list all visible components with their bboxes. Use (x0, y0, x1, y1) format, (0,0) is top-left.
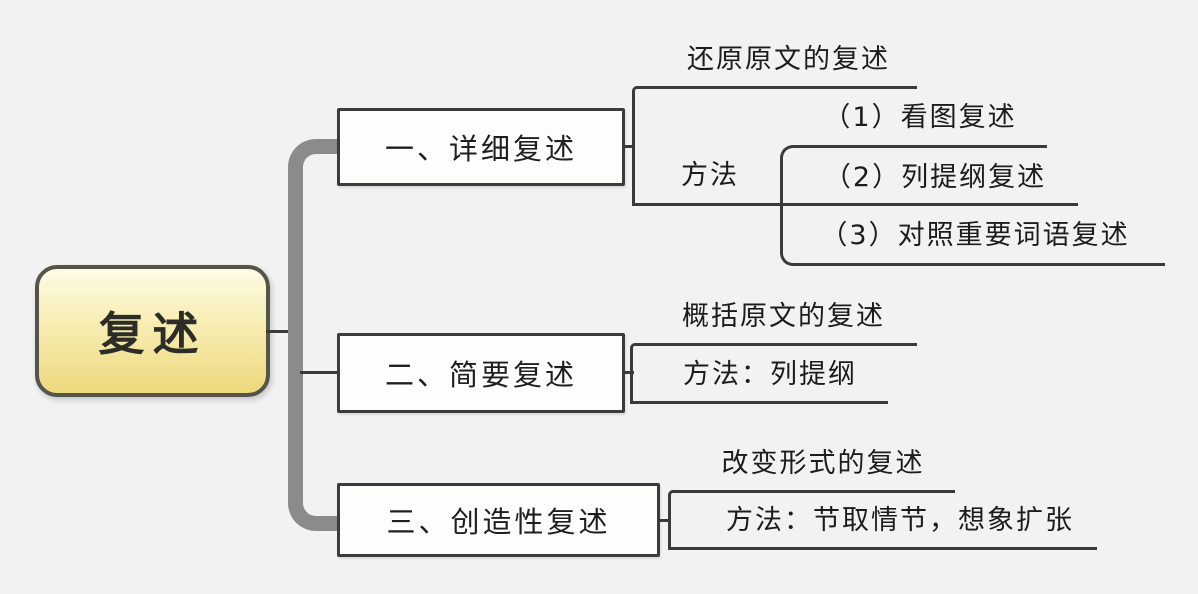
branch-1-method-underline (632, 203, 1078, 206)
branch-1-method-label: 方法 (681, 160, 739, 191)
method-item-1-label: （1）看图复述 (823, 102, 1017, 133)
method-item-3-label: （3）对照重要词语复述 (820, 220, 1130, 251)
branch-3-child-changeform-label: 改变形式的复述 (721, 448, 925, 479)
branch-2-label: 二、简要复述 (384, 358, 577, 392)
root-connector-line (266, 330, 292, 333)
method-items-bracket (780, 145, 1047, 266)
root-node-label: 复述 (98, 307, 207, 361)
branch-3-children-bracket (668, 490, 955, 550)
branch-1-child-restore-label: 还原原文的复述 (687, 44, 890, 75)
branch-2-connector-stub (622, 371, 634, 374)
trunk-branch2-connector (300, 371, 337, 374)
method-item-2-label: （2）列提纲复述 (823, 162, 1047, 193)
branch-3-connector-stub (657, 519, 670, 522)
branch-2-method-label: 方法：列提纲 (683, 359, 857, 390)
branch-1-connector-stub (622, 145, 634, 148)
branch-2-child-summary-label: 概括原文的复述 (682, 301, 885, 332)
branch-3-label: 三、创造性复述 (386, 505, 611, 539)
branch-2-node: 二、简要复述 (337, 333, 625, 413)
method-item-3-underline-extension (1040, 263, 1165, 266)
branch-1-children-bracket (632, 86, 917, 206)
branch-2-children-bracket (630, 343, 917, 404)
branch-3-node: 三、创造性复述 (337, 483, 660, 557)
branch-2-method-underline (630, 401, 888, 404)
branch-1-label: 一、详细复述 (384, 132, 577, 166)
trunk-bracket (288, 139, 337, 531)
branch-1-node: 一、详细复述 (337, 108, 625, 186)
branch-3-method-label: 方法：节取情节，想象扩张 (726, 505, 1074, 536)
root-node: 复述 (35, 265, 270, 397)
branch-3-method-underline (668, 547, 1097, 550)
